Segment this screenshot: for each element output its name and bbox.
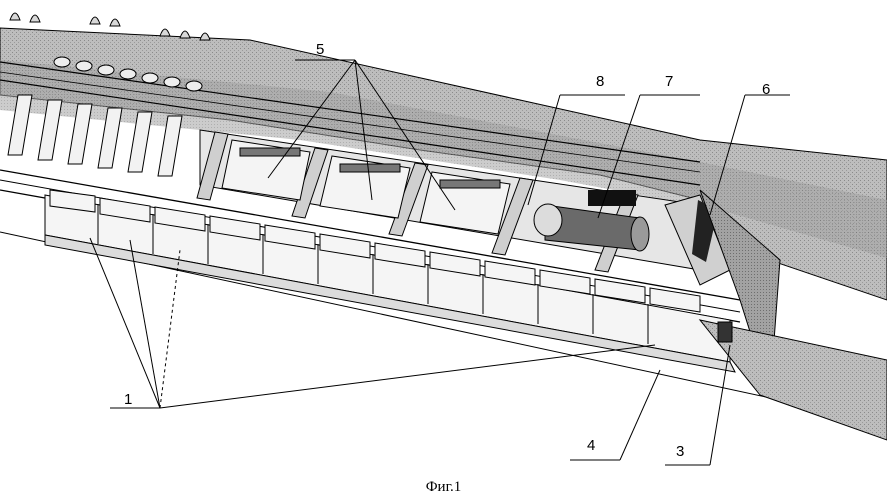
callout-4: 4: [587, 437, 595, 454]
top-hooks: [9, 12, 211, 41]
callout-1: 1: [124, 391, 132, 408]
callout-6: 6: [762, 81, 770, 98]
deck-openings: [53, 56, 203, 92]
callout-3: 3: [676, 443, 684, 460]
callout-7: 7: [665, 73, 673, 90]
figure-caption: Фиг.1: [425, 479, 462, 495]
cylinder-unit: [533, 190, 650, 252]
lower-blocks: [44, 189, 731, 363]
left-ribs: [7, 94, 183, 177]
modules: [221, 139, 511, 235]
lower-block-gaps: [97, 204, 649, 344]
callout-5: 5: [316, 41, 324, 58]
leader-lines: [89, 59, 790, 466]
bottom-plate: [44, 234, 887, 441]
callout-8: 8: [596, 73, 604, 90]
